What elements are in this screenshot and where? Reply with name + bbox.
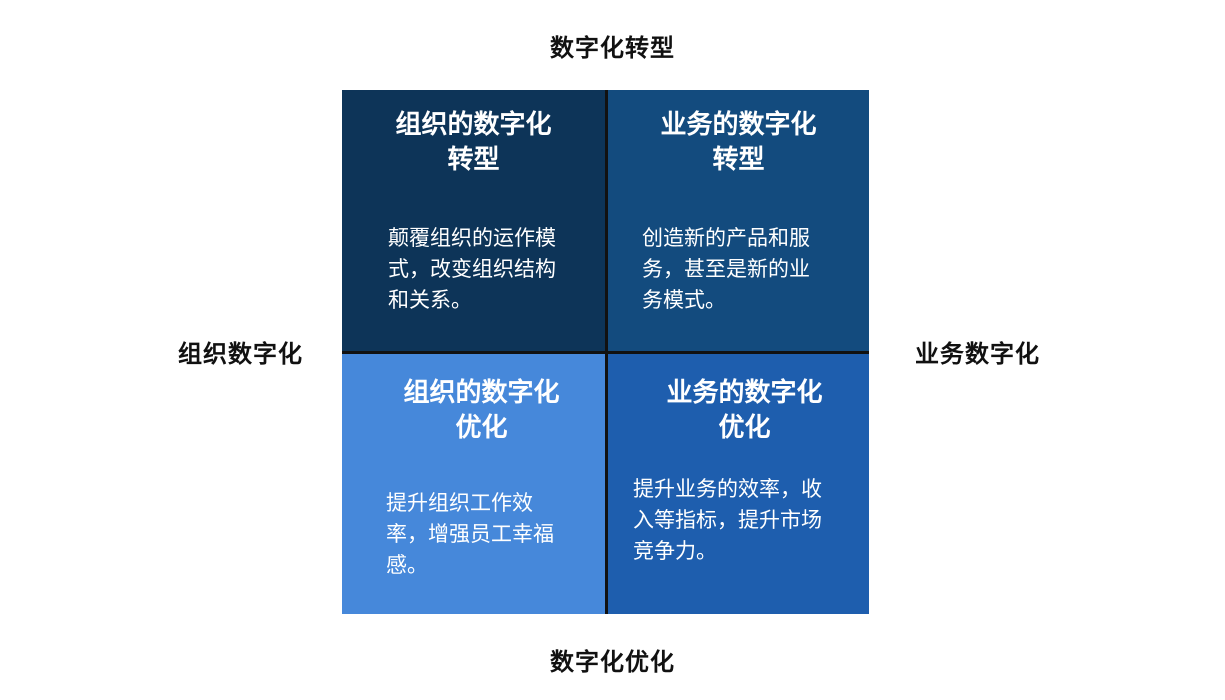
quadrant-title-line-2: 转型	[712, 145, 765, 175]
quadrant-description: 创造新的产品和服务，甚至是新的业务模式。	[642, 226, 810, 312]
axis-label-top: 数字化转型	[550, 34, 675, 62]
quadrant-description: 提升业务的效率，收入等指标，提升市场竞争力。	[633, 477, 822, 563]
quadrant-description: 颠覆组织的运作模式，改变组织结构和关系。	[388, 226, 556, 312]
quadrant-business-optimization: 业务的数字化 优化 提升业务的效率，收入等指标，提升市场竞争力。	[608, 354, 869, 614]
quadrant-title-line-2: 优化	[455, 413, 508, 443]
axis-label-left: 组织数字化	[178, 340, 303, 368]
quadrant-title-line-1: 业务的数字化	[660, 110, 817, 140]
quadrant-title-line-2: 转型	[447, 145, 500, 175]
quadrant-description: 提升组织工作效率，增强员工幸福感。	[386, 491, 554, 577]
quadrant-title-line-1: 业务的数字化	[666, 378, 823, 408]
quadrant-matrix: 组织的数字化 转型 颠覆组织的运作模式，改变组织结构和关系。 业务的数字化 转型…	[342, 90, 869, 614]
quadrant-title: 业务的数字化 转型	[608, 108, 869, 178]
quadrant-title: 组织的数字化 优化	[350, 376, 613, 446]
quadrant-title: 业务的数字化 优化	[614, 376, 875, 446]
quadrant-organizational-optimization: 组织的数字化 优化 提升组织工作效率，增强员工幸福感。	[342, 354, 605, 614]
quadrant-title-line-1: 组织的数字化	[395, 110, 552, 140]
quadrant-title-line-2: 优化	[718, 413, 771, 443]
quadrant-title: 组织的数字化 转型	[342, 108, 605, 178]
axis-label-right: 业务数字化	[915, 340, 1040, 368]
quadrant-organizational-transformation: 组织的数字化 转型 颠覆组织的运作模式，改变组织结构和关系。	[342, 90, 605, 351]
axis-label-bottom: 数字化优化	[550, 648, 675, 676]
quadrant-business-transformation: 业务的数字化 转型 创造新的产品和服务，甚至是新的业务模式。	[608, 90, 869, 351]
quadrant-title-line-1: 组织的数字化	[403, 378, 560, 408]
